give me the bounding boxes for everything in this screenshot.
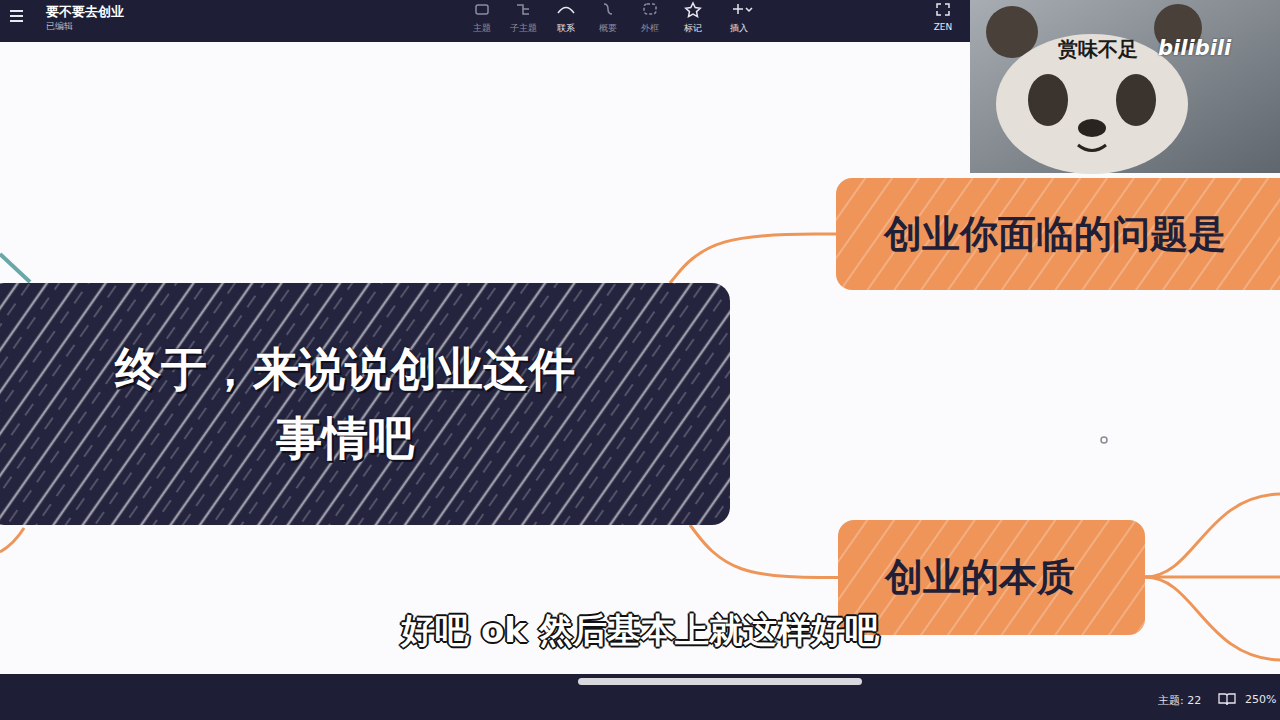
topic-count: 主题: 22 xyxy=(1158,693,1201,708)
toolbar-label: ZEN xyxy=(934,22,953,32)
insert-icon xyxy=(733,4,743,14)
toolbar-label: 标记 xyxy=(684,22,702,35)
main-topic: 创业你面临的问题是 xyxy=(836,178,1280,290)
child-branch xyxy=(1145,494,1280,577)
menu-line xyxy=(10,20,23,22)
relation-icon xyxy=(558,8,574,14)
toolbar-label: 主题 xyxy=(473,22,491,35)
panda-ear xyxy=(986,6,1038,58)
panda-eye-patch xyxy=(1116,74,1156,126)
webcam-frame xyxy=(970,0,1280,173)
topic-text-group: 终于，来说说创业这件事情吧 xyxy=(95,335,595,473)
branch-offscreen xyxy=(0,254,30,282)
toolbar-label: 概要 xyxy=(599,22,617,35)
central-topic: 终于，来说说创业这件事情吧 xyxy=(0,283,730,525)
topic-text: 创业你面临的问题是 xyxy=(884,206,1226,263)
panda-nose xyxy=(1078,119,1106,137)
summary-icon xyxy=(604,4,612,14)
main-topic: 创业的本质 xyxy=(838,520,1145,635)
hatch-fill xyxy=(0,283,730,525)
subtopic-icon xyxy=(517,5,529,14)
menu-icon xyxy=(10,11,23,21)
document-title: 要不要去创业 xyxy=(46,3,124,21)
video-subtitle: 好吧 ok 然后基本上就这样好吧 xyxy=(401,608,879,654)
streamer-name: 赏味不足 xyxy=(1058,36,1138,63)
branch-offscreen xyxy=(0,528,24,552)
hatch-fill xyxy=(838,520,1145,635)
child-branches xyxy=(1145,494,1280,660)
menu-line xyxy=(10,15,23,17)
book-icon xyxy=(1219,694,1235,705)
bilibili-watermark: bilibili xyxy=(1158,36,1231,60)
toolbar-label: 联系 xyxy=(557,22,575,35)
cursor-dot xyxy=(1101,437,1107,443)
boundary-icon xyxy=(644,4,656,14)
topic-icon xyxy=(476,5,488,14)
topic-text: 创业的本质 xyxy=(885,549,1075,606)
zoom-level: 250% xyxy=(1245,693,1276,706)
panda-mouth xyxy=(1078,145,1106,151)
child-branch xyxy=(1145,576,1280,579)
branch-connector xyxy=(670,234,836,283)
toolbar-label: 外框 xyxy=(641,22,659,35)
child-branch xyxy=(1145,577,1280,660)
toolbar-icons xyxy=(476,3,949,17)
edit-status: 已编辑 xyxy=(46,20,73,33)
marker-icon xyxy=(686,3,700,17)
toolbar-label: 插入 xyxy=(730,22,748,35)
topic-text: 终于，来说说创业这件事情吧 xyxy=(95,335,595,473)
panda-eye-patch xyxy=(1028,74,1068,126)
zen-icon xyxy=(937,4,949,15)
toolbar-label: 子主题 xyxy=(510,22,537,35)
status-bar xyxy=(0,674,1280,720)
scroll-thumb xyxy=(578,678,862,685)
topic-text-group: 创业的本质 xyxy=(885,549,1075,606)
topic-text-group: 创业你面临的问题是 xyxy=(884,206,1226,263)
menu-line xyxy=(10,10,23,12)
hatch-fill xyxy=(836,178,1280,290)
branch-connector xyxy=(690,525,838,578)
dropdown-icon xyxy=(746,8,752,11)
hatch-texture xyxy=(0,283,730,525)
